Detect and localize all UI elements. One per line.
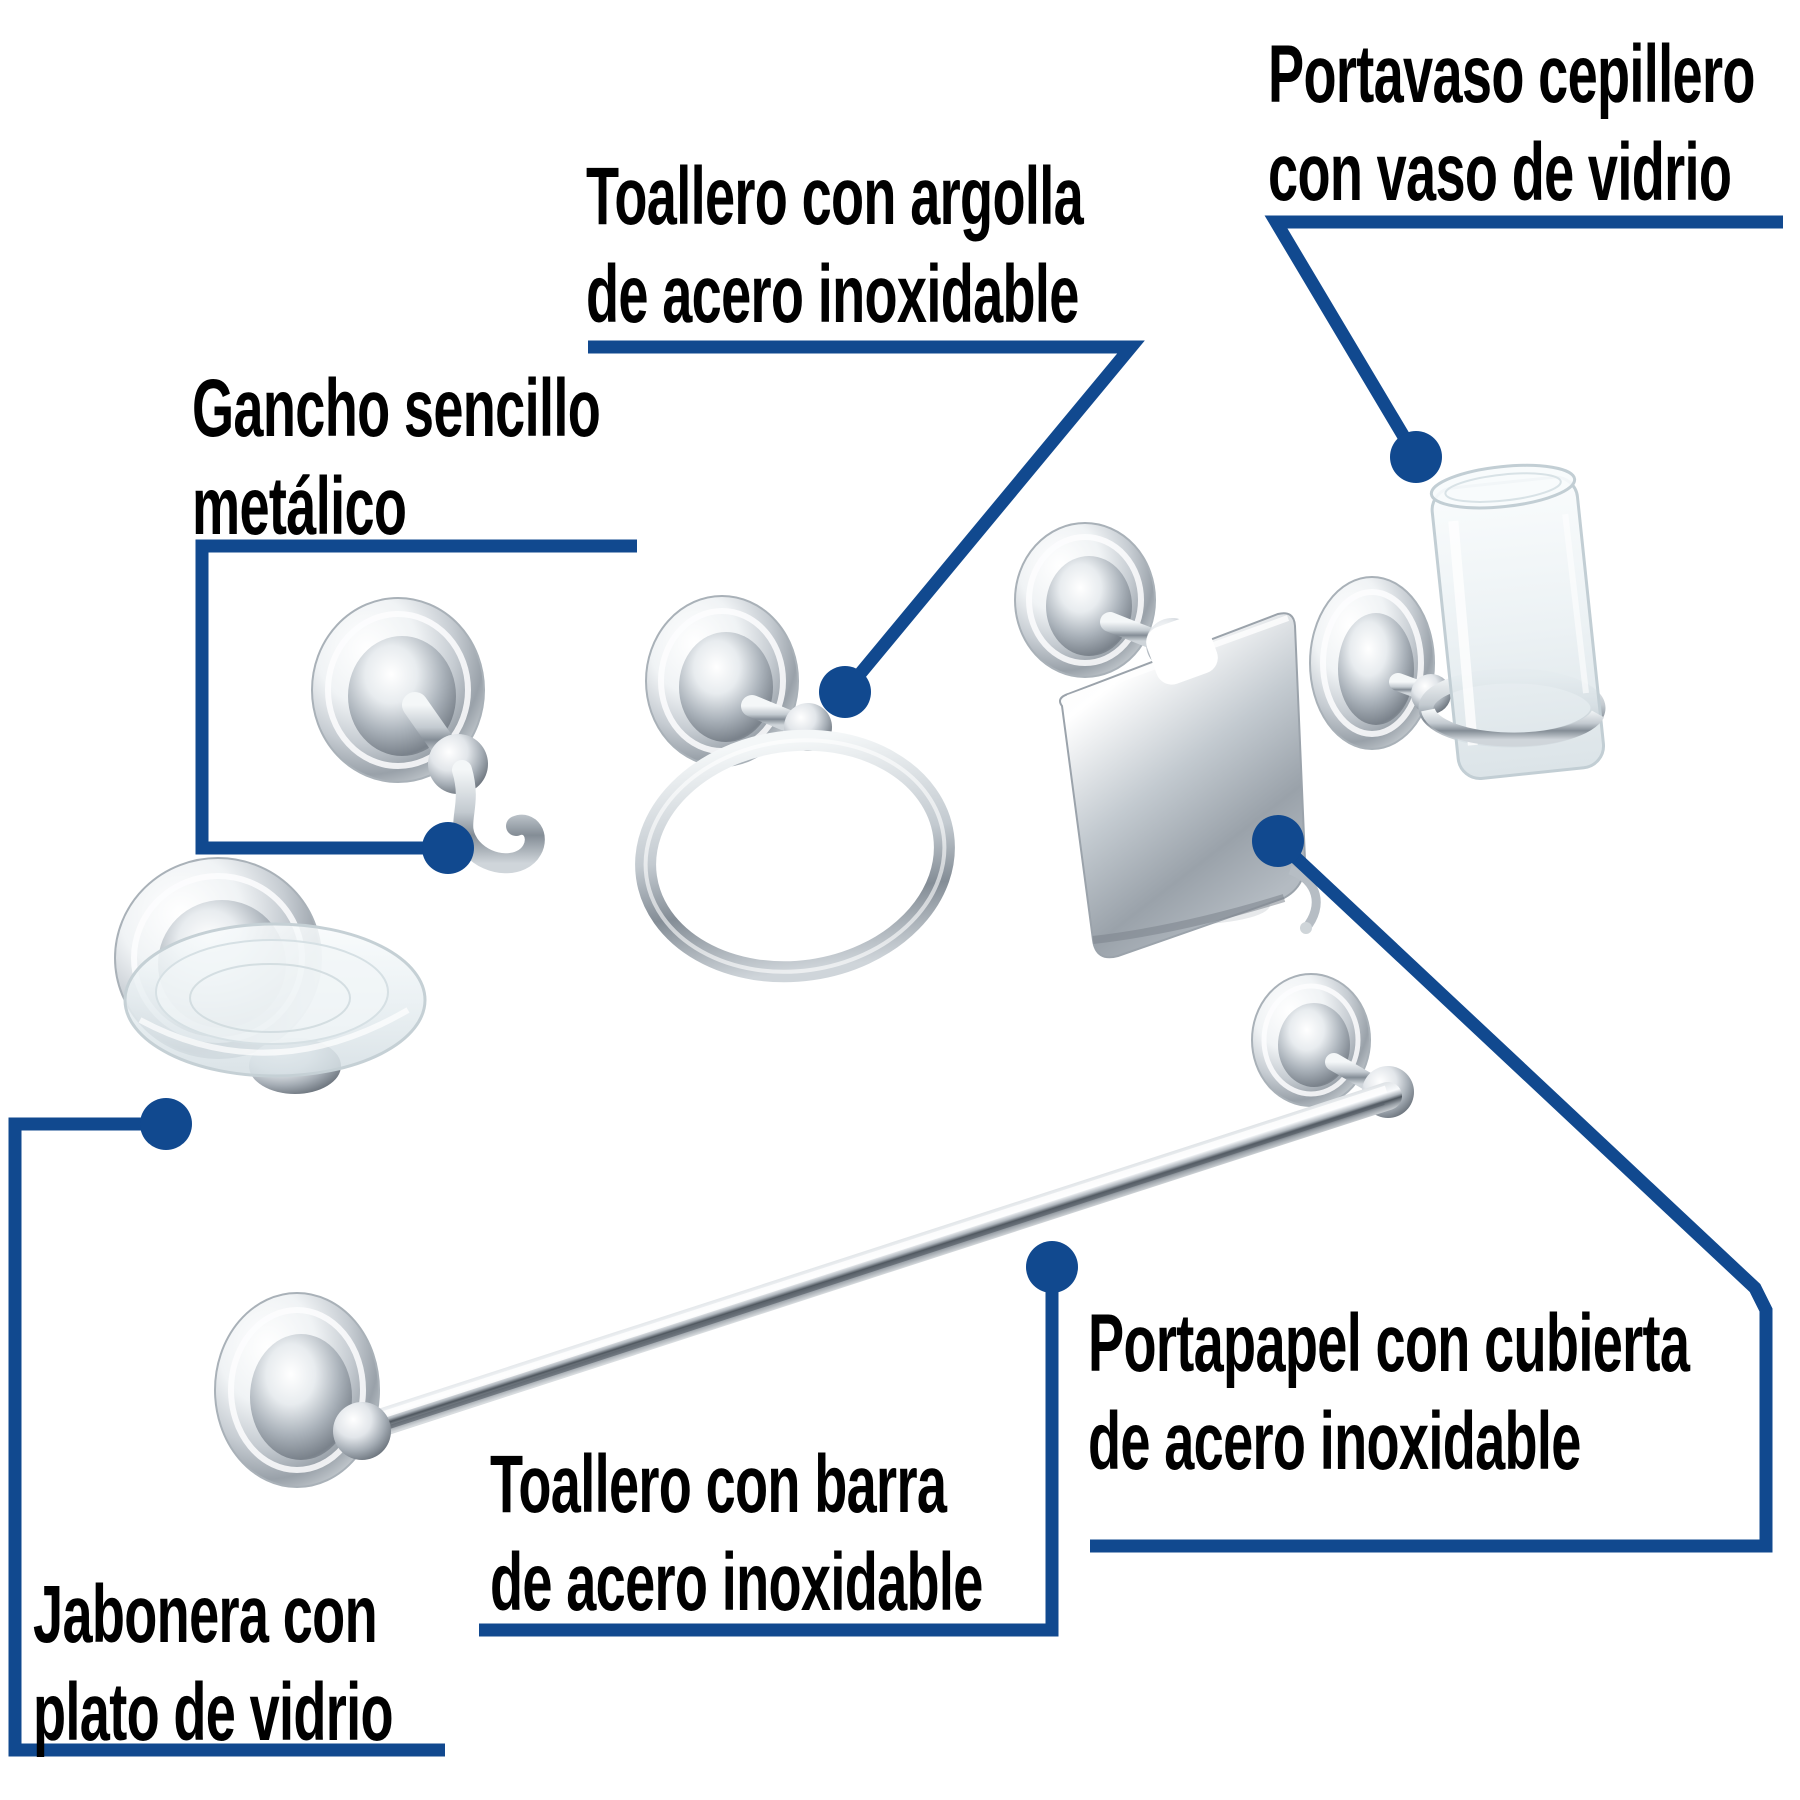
label-portapapel-line2: de acero inoxidable bbox=[1088, 1396, 1581, 1487]
callout-gancho-dot bbox=[422, 822, 474, 874]
label-toallero-barra-line1: Toallero con barra bbox=[490, 1439, 947, 1530]
callout-towel-ring-dot bbox=[819, 666, 871, 718]
label-portavaso-line2: con vaso de vidrio bbox=[1268, 127, 1732, 218]
callout-portapapel-line bbox=[1090, 836, 1773, 1553]
toilet-paper-holder-product-image bbox=[1014, 522, 1321, 959]
label-portavaso: Portavaso cepillero con vaso de vidrio bbox=[1268, 26, 1755, 222]
cup-holder-product-image bbox=[1309, 463, 1606, 781]
callout-jabonera-dot bbox=[140, 1098, 192, 1150]
soap-dish-product-image bbox=[114, 857, 427, 1094]
towel-ring-product-image bbox=[635, 595, 955, 983]
label-toallero-argolla-line2: de acero inoxidable bbox=[586, 249, 1079, 340]
label-toallero-barra-line2: de acero inoxidable bbox=[490, 1537, 983, 1628]
label-portapapel: Portapapel con cubierta de acero inoxida… bbox=[1088, 1295, 1690, 1491]
callout-portapapel-dot bbox=[1252, 815, 1304, 867]
label-toallero-argolla: Toallero con argolla de acero inoxidable bbox=[586, 148, 1084, 344]
label-portavaso-line1: Portavaso cepillero bbox=[1268, 29, 1755, 120]
callout-portavaso-line bbox=[1264, 215, 1783, 461]
label-toallero-argolla-line1: Toallero con argolla bbox=[586, 151, 1084, 242]
callout-towel-ring-line bbox=[588, 340, 1145, 697]
label-toallero-barra: Toallero con barra de acero inoxidable bbox=[490, 1436, 983, 1632]
gancho-product-image bbox=[311, 597, 545, 874]
callout-jabonera-line bbox=[8, 1117, 445, 1757]
label-jabonera-line2: plato de vidrio bbox=[33, 1667, 394, 1758]
callout-portavaso-dot bbox=[1390, 431, 1442, 483]
label-portapapel-line1: Portapapel con cubierta bbox=[1088, 1298, 1690, 1389]
callout-towel-bar-dot bbox=[1026, 1241, 1078, 1293]
towel-bar-product-image bbox=[214, 973, 1414, 1488]
callout-gancho-line bbox=[195, 539, 637, 855]
callout-towel-bar-line bbox=[479, 1267, 1059, 1637]
label-jabonera-line1: Jabonera con bbox=[33, 1569, 378, 1660]
label-gancho-line1: Gancho sencillo bbox=[192, 363, 601, 454]
label-gancho-line2: metálico bbox=[192, 461, 407, 552]
label-jabonera: Jabonera con plato de vidrio bbox=[33, 1566, 394, 1762]
label-gancho: Gancho sencillo metálico bbox=[192, 360, 601, 556]
